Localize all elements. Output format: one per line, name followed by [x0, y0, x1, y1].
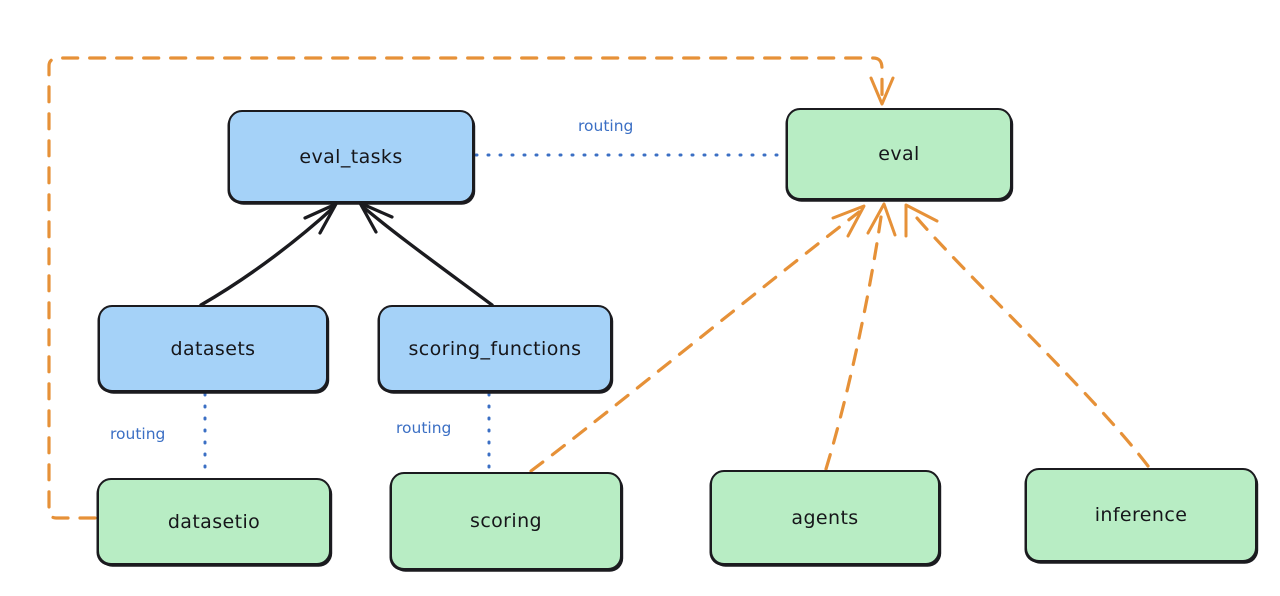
edge-datasets-to-eval-tasks — [199, 202, 338, 307]
node-datasets[interactable]: datasets — [98, 305, 328, 392]
edge-label-routing-datasets-datasetio: routing — [110, 425, 166, 443]
edge-inference-to-eval — [904, 203, 1150, 468]
node-label-agents: agents — [791, 506, 859, 529]
node-scoring-functions[interactable]: scoring_functions — [378, 305, 612, 392]
node-scoring[interactable]: scoring — [390, 472, 622, 570]
node-eval[interactable]: eval — [786, 108, 1012, 200]
node-agents[interactable]: agents — [710, 470, 940, 565]
node-label-eval: eval — [878, 143, 920, 165]
node-label-datasets: datasets — [170, 337, 256, 360]
edge-scoring-functions-to-eval-tasks — [358, 201, 494, 307]
node-label-datasetio: datasetio — [167, 510, 261, 533]
edge-label-routing-eval-tasks-eval: routing — [578, 117, 634, 135]
node-inference[interactable]: inference — [1025, 468, 1257, 562]
node-label-scoring-functions: scoring_functions — [408, 337, 582, 360]
node-eval-tasks[interactable]: eval_tasks — [228, 110, 474, 203]
node-label-eval-tasks: eval_tasks — [299, 145, 403, 168]
edge-label-routing-scoring-functions-scoring: routing — [396, 419, 452, 437]
node-label-scoring: scoring — [470, 510, 542, 532]
node-label-inference: inference — [1094, 504, 1188, 526]
edge-agents-to-eval — [824, 202, 897, 471]
node-datasetio[interactable]: datasetio — [97, 478, 331, 565]
